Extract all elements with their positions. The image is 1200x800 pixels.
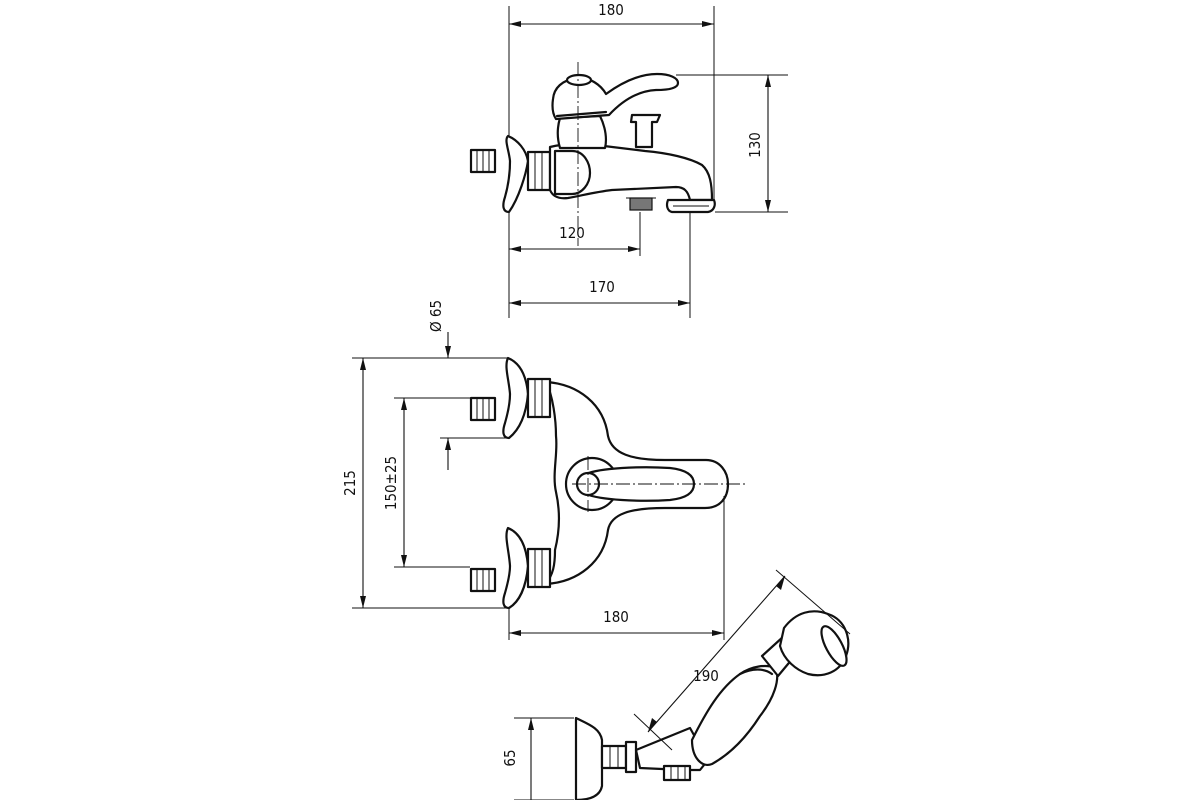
holder-arm — [634, 726, 710, 772]
hand-shower-handle — [690, 664, 779, 766]
dim-label-flange-diameter: Ø 65 — [427, 300, 445, 332]
eccentric-nut-upper — [526, 377, 552, 419]
top-view: Ø 65 215 150±25 — [341, 300, 748, 640]
holder-swivel — [624, 740, 638, 774]
side-view: 180 130 — [469, 1, 788, 318]
dim-label-hand-shower-190: 190 — [693, 667, 719, 685]
dim-top-215: 215 — [341, 357, 510, 609]
dim-label-top-215: 215 — [341, 470, 359, 496]
hose-connector — [662, 764, 692, 782]
dim-side-height: 130 — [676, 74, 788, 213]
lever-top-cap — [565, 73, 593, 87]
shower-head-face — [820, 625, 848, 667]
dim-side-120: 120 — [508, 212, 641, 318]
wall-flange-lower — [502, 526, 530, 610]
dim-label-side-width: 180 — [598, 1, 624, 19]
dim-flange-diameter: Ø 65 — [427, 300, 508, 470]
eccentric-nut-lower — [526, 547, 552, 589]
dim-label-side-height: 130 — [746, 132, 764, 158]
body-end-cap — [553, 149, 592, 196]
cartridge-housing-side — [556, 114, 608, 150]
eccentric-nut-side — [526, 150, 552, 192]
dim-label-side-120: 120 — [559, 224, 585, 242]
diverter-knob-side — [629, 113, 662, 149]
holder-flange — [574, 716, 604, 800]
dim-holder-65: 65 — [501, 717, 574, 800]
dim-hand-shower-190: 190 — [633, 569, 851, 751]
wall-flange-upper — [502, 356, 530, 440]
hose-outlet-side — [629, 197, 653, 211]
dim-top-150: 150±25 — [382, 397, 470, 568]
dim-side-width: 180 — [508, 1, 715, 205]
dim-label-side-170: 170 — [589, 278, 615, 296]
dim-top-180: 180 — [508, 496, 725, 640]
dim-side-170: 170 — [509, 212, 691, 318]
dim-label-top-150: 150±25 — [382, 456, 400, 510]
holder-neck — [600, 744, 628, 770]
wall-flange-side — [502, 134, 530, 214]
dim-label-holder-65: 65 — [501, 749, 519, 766]
dim-label-top-180: 180 — [603, 608, 629, 626]
hand-shower-view: 65 190 — [501, 569, 851, 800]
